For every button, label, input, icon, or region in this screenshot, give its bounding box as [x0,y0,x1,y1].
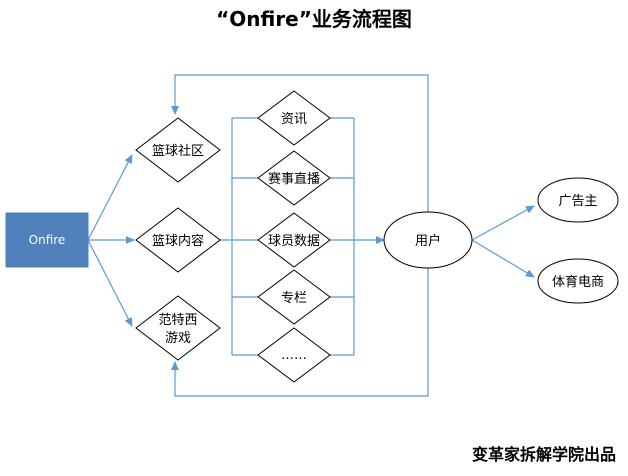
source-node [5,212,89,268]
credit-text: 变革家拆解学院出品 [472,445,616,464]
sports-ecommerce-node [537,258,619,304]
advertiser-node-label: 广告主 [558,194,597,209]
diagram-title: “Onfire”业务流程图 [216,7,412,31]
live-node [257,150,331,206]
live-node-label: 赛事直播 [268,171,320,187]
community-node-label: 篮球社区 [152,143,204,159]
more-node [257,327,331,383]
fantasy-game-node-label-line1: 范特西 [158,313,197,328]
source-node-label: Onfire [29,233,66,247]
arrow-user-to-ecommerce [471,239,535,278]
fantasy-game-node-label-line2: 游戏 [165,331,191,346]
content-group-bracket [218,117,355,356]
news-node-label: 资讯 [281,112,307,127]
player-data-node [257,212,331,268]
player-data-node-label: 球员数据 [268,234,320,249]
arrow-source-to-game [87,239,133,327]
column-node-label: 专栏 [281,291,307,306]
community-node [135,117,221,183]
content-node [135,207,221,273]
user-node [383,211,473,269]
arrow-user-to-advertiser [471,205,535,241]
column-node [257,269,331,325]
advertiser-node [537,177,619,223]
more-node-label: …… [281,348,307,363]
feedback-loop-bottom [171,268,429,397]
content-node-label: 篮球内容 [152,233,204,249]
fantasy-game-node [135,295,221,361]
user-node-label: 用户 [415,233,441,249]
news-node [257,90,331,146]
feedback-loop-top [171,74,429,233]
sports-ecommerce-node-label: 体育电商 [552,274,604,290]
arrow-source-to-community [87,154,133,241]
